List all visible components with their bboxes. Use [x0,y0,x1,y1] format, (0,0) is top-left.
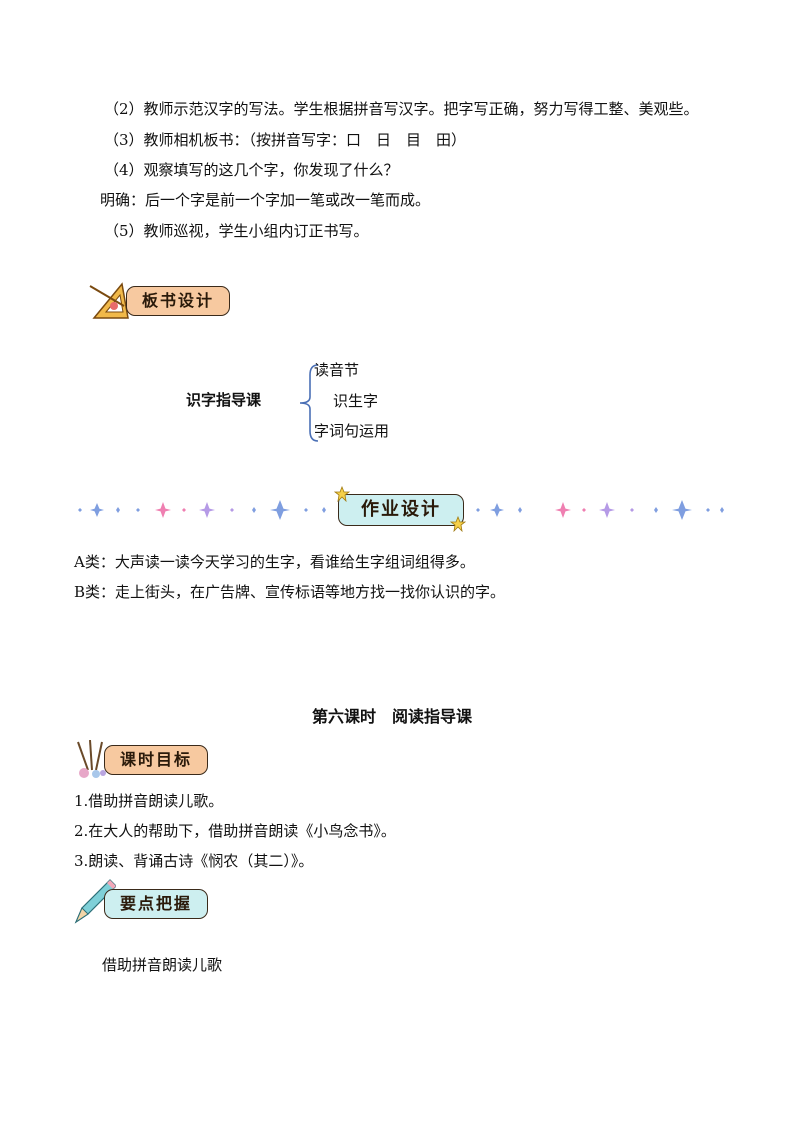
board-design-label: 板书设计 [126,286,230,316]
brushes-icon [77,740,106,778]
star-icon [334,486,350,502]
step-3-text: （3）教师相机板书：（按拼音写字：口 日 目 田） [104,131,467,149]
bracket-icon [299,364,319,442]
goal-2: 2.在大人的帮助下，借助拼音朗读《小鸟念书》。 [74,822,396,840]
homework-badge: 作业设计 [334,486,468,532]
goal-1: 1.借助拼音朗读儿歌。 [74,792,224,810]
lesson-title: 第六课时 阅读指导课 [312,707,473,726]
board-center-label: 识字指导课 [186,391,262,409]
board-design-badge: 板书设计 [88,280,238,322]
board-branch-3: 字词句运用 [314,422,390,440]
homework-b: B类：走上街头，在广告牌、宣传标语等地方找一找你认识的字。 [74,583,506,601]
key-point-text: 借助拼音朗读儿歌 [102,956,223,974]
homework-label: 作业设计 [338,494,464,526]
step-2-text: （2）教师示范汉字的写法。学生根据拼音写汉字。把字写正确，努力写得工整、美观些。 [104,100,699,118]
key-point-badge: 要点把握 [72,876,212,926]
board-branch-1: 读音节 [314,361,360,379]
sparkle-divider-left [78,500,326,520]
step-5-text: （5）教师巡视，学生小组内订正书写。 [104,222,369,240]
board-branch-2: 识生字 [333,392,379,410]
key-point-label: 要点把握 [104,889,208,919]
sparkle-divider-right [476,500,724,520]
triangle-ruler-icon [89,282,129,319]
step-4-text: （4）观察填写的这几个字，你发现了什么？ [104,161,399,179]
clarify-text: 明确：后一个字是前一个字加一笔或改一笔而成。 [100,191,431,209]
goals-label: 课时目标 [104,745,208,775]
star-icon [450,516,466,532]
goals-badge: 课时目标 [72,740,212,780]
homework-a: A类：大声读一读今天学习的生字，看谁给生字组词组得多。 [74,553,475,571]
goal-3: 3.朗读、背诵古诗《悯农（其二）》。 [74,852,314,870]
